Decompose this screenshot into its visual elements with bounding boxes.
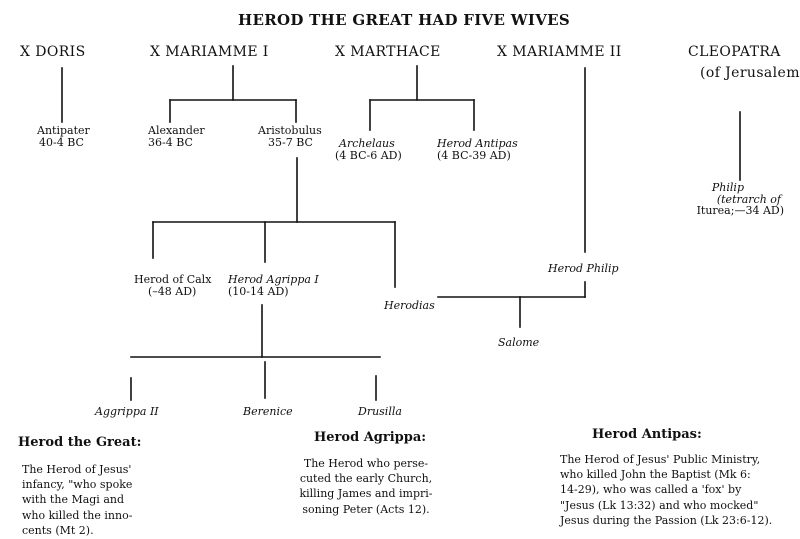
child-antipater-name: Antipater xyxy=(37,124,90,137)
child-aristobulus: Aristobulus 35-7 BC xyxy=(258,125,322,148)
child-philip-title: (tetrarch of xyxy=(716,192,781,206)
note-herod-agrippa: The Herod who perse- cuted the early Chu… xyxy=(282,456,450,517)
child-archelaus-name: Archelaus xyxy=(339,137,395,150)
note-line: The Herod of Jesus' xyxy=(22,463,132,476)
child-antipater-dates: 40-4 BC xyxy=(39,135,84,149)
note-line: with the Magi and xyxy=(22,493,125,507)
child-alexander-dates: 36-4 BC xyxy=(148,135,193,149)
note-herod-the-great: The Herod of Jesus' infancy, "who spoke … xyxy=(22,462,152,538)
wife-cleopatra-subtitle: (of Jerusalem) xyxy=(700,65,800,81)
grandchild-herod-of-calx-name: Herod of Calx xyxy=(134,273,212,286)
child-archelaus-dates: (4 BC-6 AD) xyxy=(335,148,402,162)
note-line: The Herod of Jesus' Public Ministry, xyxy=(560,453,761,466)
wife-mariamme-2: X MARIAMME II xyxy=(497,44,622,60)
wife-marthace: X MARTHACE xyxy=(335,44,441,60)
wife-doris: X DORIS xyxy=(20,44,86,60)
grandchild-salome: Salome xyxy=(498,336,540,349)
child-philip: Philip (tetrarch of Iturea;—34 AD) xyxy=(697,182,784,217)
grandchild-herod-philip: Herod Philip xyxy=(548,262,619,275)
wife-cleopatra: CLEOPATRA xyxy=(688,44,781,60)
note-line: soning Peter (Acts 12). xyxy=(302,502,430,516)
note-line: who killed John the Baptist (Mk 6: xyxy=(560,468,751,482)
note-line: cents (Mt 2). xyxy=(22,523,94,537)
note-line: infancy, "who spoke xyxy=(22,478,133,492)
note-heading-herod-agrippa: Herod Agrippa: xyxy=(314,430,427,445)
grandchild-herod-agrippa-1-dates: (10-14 AD) xyxy=(228,284,289,298)
child-alexander: Alexander 36-4 BC xyxy=(148,125,205,148)
child-herod-antipas-dates: (4 BC-39 AD) xyxy=(437,148,511,162)
grandchild-herod-agrippa-1-name: Herod Agrippa I xyxy=(228,273,319,286)
child-alexander-name: Alexander xyxy=(148,124,205,137)
great-grandchild-agrippa-2: Aggrippa II xyxy=(95,405,159,418)
grandchild-herod-agrippa-1: Herod Agrippa I (10-14 AD) xyxy=(228,274,319,297)
grandchild-herodias: Herodias xyxy=(384,299,435,312)
grandchild-herod-of-calx: Herod of Calx (–48 AD) xyxy=(134,274,211,297)
note-line: 14-29), who was called a 'fox' by xyxy=(560,483,742,497)
child-herod-antipas: Herod Antipas (4 BC-39 AD) xyxy=(437,138,518,161)
child-antipater: Antipater 40-4 BC xyxy=(37,125,90,148)
note-line: "Jesus (Lk 13:32) and who mocked" xyxy=(560,498,759,512)
child-herod-antipas-name: Herod Antipas xyxy=(437,137,518,150)
note-line: killing James and impri- xyxy=(299,487,433,501)
child-philip-name: Philip xyxy=(711,181,744,194)
note-heading-herod-antipas: Herod Antipas: xyxy=(592,427,702,442)
grandchild-herod-of-calx-dates: (–48 AD) xyxy=(148,284,197,298)
great-grandchild-berenice: Berenice xyxy=(243,405,293,418)
child-philip-dates: Iturea;—34 AD) xyxy=(696,204,784,218)
child-archelaus: Archelaus (4 BC-6 AD) xyxy=(335,138,402,161)
chart-title: HEROD THE GREAT HAD FIVE WIVES xyxy=(238,11,571,29)
note-line: The Herod who perse- xyxy=(303,457,429,470)
child-aristobulus-dates: 35-7 BC xyxy=(268,135,313,149)
child-aristobulus-name: Aristobulus xyxy=(258,124,322,137)
note-line: who killed the inno- xyxy=(22,508,133,522)
wife-mariamme-1: X MARIAMME I xyxy=(150,44,269,60)
note-line: cuted the early Church, xyxy=(299,472,433,486)
note-herod-antipas: The Herod of Jesus' Public Ministry, who… xyxy=(560,452,796,528)
note-heading-herod-the-great: Herod the Great: xyxy=(18,435,142,450)
great-grandchild-drusilla: Drusilla xyxy=(358,405,402,418)
note-line: Jesus during the Passion (Lk 23:6-12). xyxy=(560,513,773,527)
